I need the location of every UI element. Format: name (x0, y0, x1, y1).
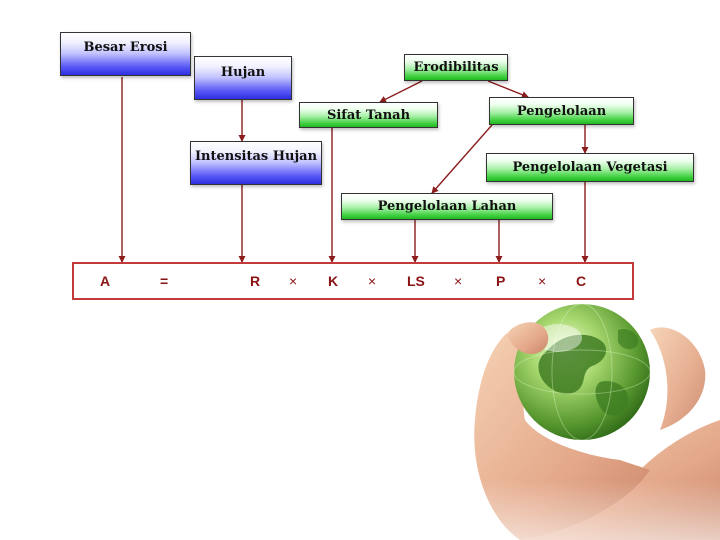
equation-ls: LS (407, 273, 425, 289)
equation-a: A (100, 273, 110, 289)
box-besar-erosi-label: Besar Erosi (83, 41, 167, 54)
equation-equals: = (160, 273, 168, 289)
equation-r: R (250, 273, 260, 289)
equation-c: C (576, 273, 586, 289)
equation-times-3: × (454, 273, 462, 289)
box-hujan-label: Hujan (221, 66, 265, 79)
equation-times-4: × (538, 273, 546, 289)
box-pengelolaan-vegetasi: Pengelolaan Vegetasi (486, 153, 694, 182)
equation-times-1: × (289, 273, 297, 289)
box-intensitas-hujan-label: Intensitas Hujan (195, 150, 317, 163)
box-pengelolaan-label: Pengelolaan (517, 105, 606, 118)
arrow-pengelolaan-to-lahan (432, 125, 492, 193)
box-sifat-tanah: Sifat Tanah (299, 102, 438, 128)
box-pengelolaan: Pengelolaan (489, 97, 634, 125)
box-erodibilitas-label: Erodibilitas (413, 61, 498, 74)
arrow-erodibilitas-to-sifat (380, 81, 422, 102)
box-pengelolaan-lahan-label: Pengelolaan Lahan (378, 200, 517, 213)
box-pengelolaan-vegetasi-label: Pengelolaan Vegetasi (512, 161, 667, 174)
equation-bar (72, 262, 634, 300)
box-erodibilitas: Erodibilitas (404, 54, 508, 81)
equation-p: P (496, 273, 505, 289)
equation-k: K (328, 273, 338, 289)
box-hujan: Hujan (194, 56, 292, 100)
equation-times-2: × (368, 273, 376, 289)
box-besar-erosi: Besar Erosi (60, 32, 191, 76)
arrow-erodibilitas-to-pengelolaan (488, 81, 528, 97)
box-pengelolaan-lahan: Pengelolaan Lahan (341, 193, 553, 220)
box-sifat-tanah-label: Sifat Tanah (327, 109, 410, 122)
box-intensitas-hujan: Intensitas Hujan (190, 141, 322, 185)
